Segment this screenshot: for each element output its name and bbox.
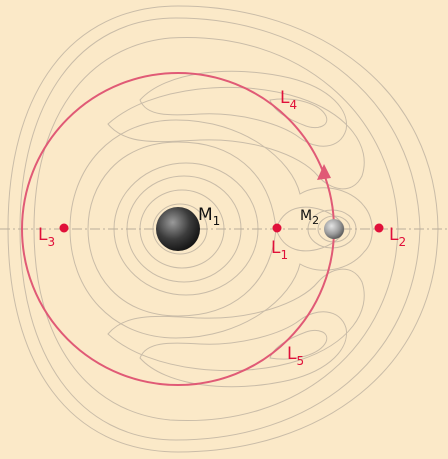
orbit-direction-arrow-icon — [317, 164, 331, 180]
contour-outer-3 — [33, 36, 399, 422]
contour-l5-b — [107, 268, 365, 372]
body-m1: M1 — [156, 205, 220, 251]
contour-outer-2 — [19, 17, 421, 441]
lagrange-points — [59, 223, 384, 233]
label-l5: L5 — [287, 344, 304, 368]
contour-l5-a — [139, 311, 347, 388]
label-l2: L2 — [389, 225, 406, 249]
label-l3: L3 — [38, 225, 55, 249]
label-m2: M2 — [300, 208, 319, 227]
contour-outer-1 — [7, 5, 439, 453]
point-l1 — [272, 223, 282, 233]
lagrange-labels: L1 L2 L3 L4 L5 — [38, 88, 406, 368]
contour-l4-b — [107, 86, 365, 190]
label-m1: M1 — [198, 205, 220, 228]
point-l2 — [374, 223, 384, 233]
contour-separatrix-outer — [69, 119, 373, 339]
body-m2: M2 — [300, 208, 344, 239]
label-l4: L4 — [280, 88, 297, 112]
label-l1: L1 — [271, 238, 288, 262]
contour-l4-a — [139, 70, 347, 147]
mass-m2 — [324, 219, 344, 239]
mass-m1 — [156, 207, 200, 251]
point-l3 — [59, 223, 69, 233]
